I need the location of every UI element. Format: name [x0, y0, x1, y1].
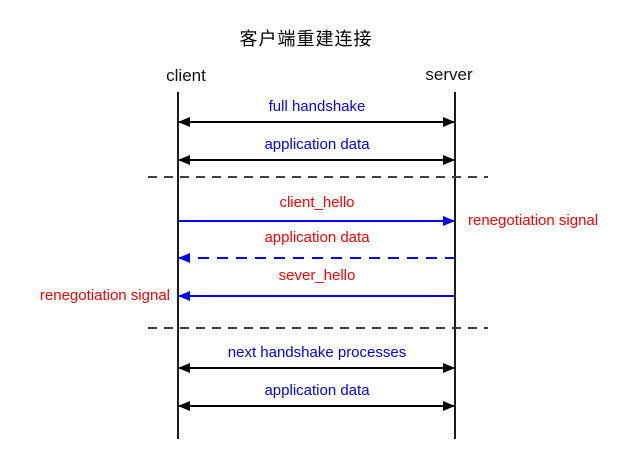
- message-label-client-hello: client_hello: [279, 194, 355, 211]
- arrow-application-data-3: [178, 401, 455, 411]
- arrow-sever-hello: [178, 291, 454, 301]
- arrowhead-right-icon: [443, 155, 455, 165]
- arrow-client-hello: [179, 216, 455, 226]
- renegotiation-signal-note-left: renegotiation signal: [39, 287, 170, 304]
- arrow-next-handshake: [178, 363, 455, 373]
- actor-client-label: client: [166, 66, 206, 85]
- arrowhead-left-icon: [178, 253, 190, 263]
- server-lifeline: [454, 92, 456, 439]
- message-label-sever-hello: sever_hello: [278, 267, 356, 284]
- section-separator-top: [148, 176, 488, 178]
- arrow-application-data-1: [178, 155, 455, 165]
- message-label-application-data-3: application data: [264, 382, 370, 399]
- actor-server-label: server: [425, 65, 473, 84]
- arrowhead-left-icon: [178, 155, 190, 165]
- arrowhead-right-icon: [443, 216, 455, 226]
- arrow-full-handshake: [178, 117, 455, 127]
- renegotiation-signal-note-right: renegotiation signal: [468, 212, 599, 229]
- arrowhead-right-icon: [443, 117, 455, 127]
- section-separator-bottom: [148, 327, 488, 329]
- arrowhead-right-icon: [443, 401, 455, 411]
- diagram-title: 客户端重建连接: [239, 29, 373, 49]
- arrowhead-left-icon: [178, 363, 190, 373]
- arrowhead-left-icon: [178, 117, 190, 127]
- arrowhead-left-icon: [178, 401, 190, 411]
- client-lifeline: [177, 92, 179, 439]
- message-label-application-data-2: application data: [264, 229, 370, 246]
- message-label-application-data-1: application data: [264, 136, 370, 153]
- arrowhead-left-icon: [178, 291, 190, 301]
- arrow-application-data-2: [178, 253, 454, 263]
- message-label-next-handshake: next handshake processes: [227, 344, 407, 361]
- arrowhead-right-icon: [443, 363, 455, 373]
- message-label-full-handshake: full handshake: [268, 98, 366, 115]
